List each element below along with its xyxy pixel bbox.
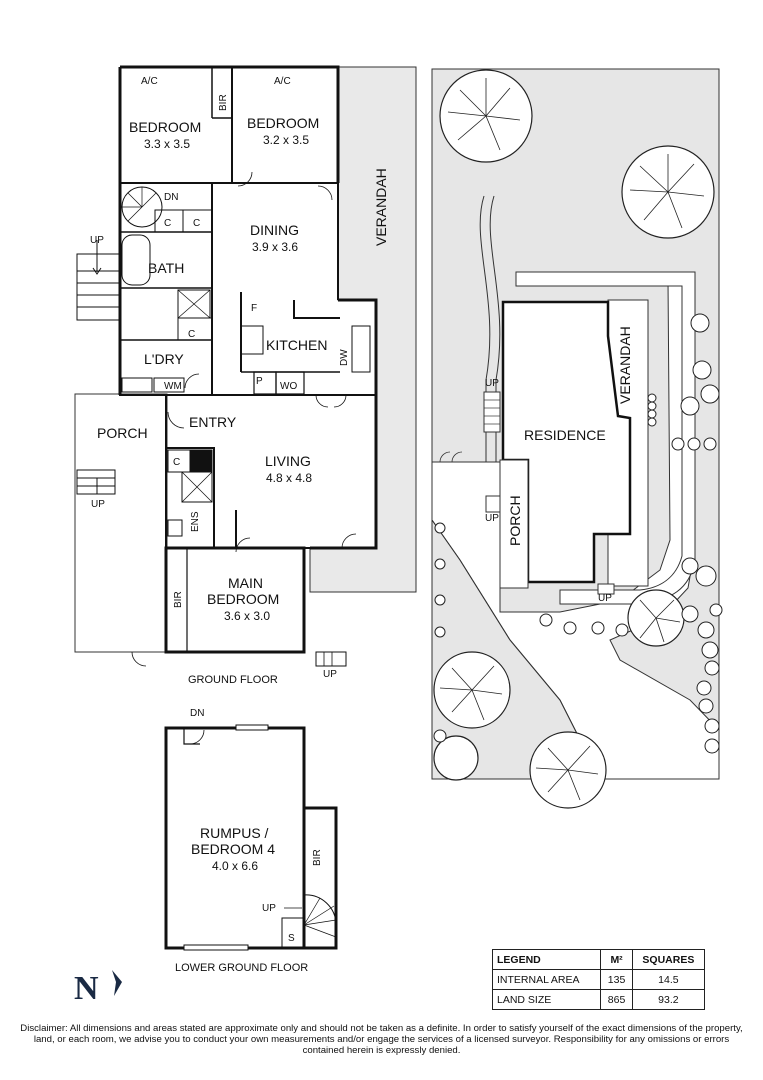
- label-dn-1: DN: [164, 192, 178, 203]
- label-c-4: C: [173, 457, 180, 468]
- legend-header-label: LEGEND: [491, 949, 602, 970]
- label-up-3: UP: [323, 669, 337, 680]
- legend-row-m2: 135: [600, 969, 633, 990]
- legend-row-squares: 14.5: [631, 969, 706, 990]
- site-porch-label: PORCH: [507, 495, 523, 546]
- lower-ground-floor-plan: [164, 724, 338, 951]
- legend-header-row: LEGEND M² SQUARES: [491, 949, 706, 970]
- ground-floor-plan: [74, 65, 417, 667]
- room-dining: DINING: [250, 222, 299, 238]
- room-main-bedroom-dim: 3.6 x 3.0: [224, 609, 270, 623]
- room-bedroom-1: BEDROOM: [129, 119, 201, 135]
- legend-header-squares: SQUARES: [631, 949, 706, 970]
- legend-row-label: INTERNAL AREA: [491, 969, 602, 990]
- disclaimer-text: Disclaimer: All dimensions and areas sta…: [20, 1023, 743, 1056]
- room-bath: BATH: [148, 260, 184, 276]
- room-dining-dim: 3.9 x 3.6: [252, 240, 298, 254]
- room-porch: PORCH: [97, 425, 148, 441]
- label-up-2: UP: [91, 499, 105, 510]
- room-living: LIVING: [265, 453, 311, 469]
- site-plan: [431, 68, 723, 809]
- legend-row-label: LAND SIZE: [491, 989, 602, 1010]
- label-c-2: C: [193, 218, 200, 229]
- room-laundry: L'DRY: [144, 351, 184, 367]
- room-main-bedroom-line2: BEDROOM: [207, 591, 279, 607]
- site-verandah-label: VERANDAH: [617, 326, 633, 404]
- label-c-3: C: [188, 329, 195, 340]
- legend-table: LEGEND M² SQUARES INTERNAL AREA 135 14.5…: [491, 949, 706, 1010]
- room-rumpus-dim: 4.0 x 6.6: [212, 859, 258, 873]
- label-bir-1: BIR: [218, 94, 229, 111]
- label-ac-2: A/C: [274, 76, 291, 87]
- label-wm: WM: [164, 381, 182, 392]
- label-dn-2: DN: [190, 708, 204, 719]
- legend-row-squares: 93.2: [631, 989, 706, 1010]
- room-ensuite: ENS: [190, 511, 201, 532]
- label-up-1: UP: [90, 235, 104, 246]
- label-wo: WO: [280, 381, 297, 392]
- label-f: F: [251, 303, 257, 314]
- legend-row-m2: 865: [600, 989, 633, 1010]
- label-dw: DW: [339, 349, 350, 366]
- site-label-up-2: UP: [485, 513, 499, 524]
- room-bedroom-2-dim: 3.2 x 3.5: [263, 133, 309, 147]
- room-main-bedroom-line1: MAIN: [228, 575, 263, 591]
- label-ac-1: A/C: [141, 76, 158, 87]
- label-bir-3: BIR: [312, 849, 323, 866]
- room-kitchen: KITCHEN: [266, 337, 327, 353]
- room-verandah: VERANDAH: [373, 168, 389, 246]
- legend-row: INTERNAL AREA 135 14.5: [491, 969, 706, 990]
- site-residence-label: RESIDENCE: [524, 427, 606, 443]
- site-label-up-3: UP: [598, 593, 612, 604]
- room-bedroom-1-dim: 3.3 x 3.5: [144, 137, 190, 151]
- room-bedroom-2: BEDROOM: [247, 115, 319, 131]
- site-label-up-1: UP: [485, 378, 499, 389]
- caption-lower-ground-floor: LOWER GROUND FLOOR: [175, 962, 308, 974]
- room-entry: ENTRY: [189, 414, 237, 430]
- legend-header-m2: M²: [600, 949, 633, 970]
- north-indicator: N: [74, 970, 99, 1007]
- room-living-dim: 4.8 x 4.8: [266, 471, 312, 485]
- label-p: P: [256, 376, 263, 387]
- caption-ground-floor: GROUND FLOOR: [188, 674, 278, 686]
- label-s: S: [288, 933, 295, 944]
- legend-row: LAND SIZE 865 93.2: [491, 989, 706, 1010]
- room-rumpus-line2: BEDROOM 4: [191, 841, 275, 857]
- room-rumpus-line1: RUMPUS /: [200, 825, 269, 841]
- label-bir-2: BIR: [173, 591, 184, 608]
- label-up-4: UP: [262, 903, 276, 914]
- label-c-1: C: [164, 218, 171, 229]
- north-arrow-icon: [112, 970, 122, 996]
